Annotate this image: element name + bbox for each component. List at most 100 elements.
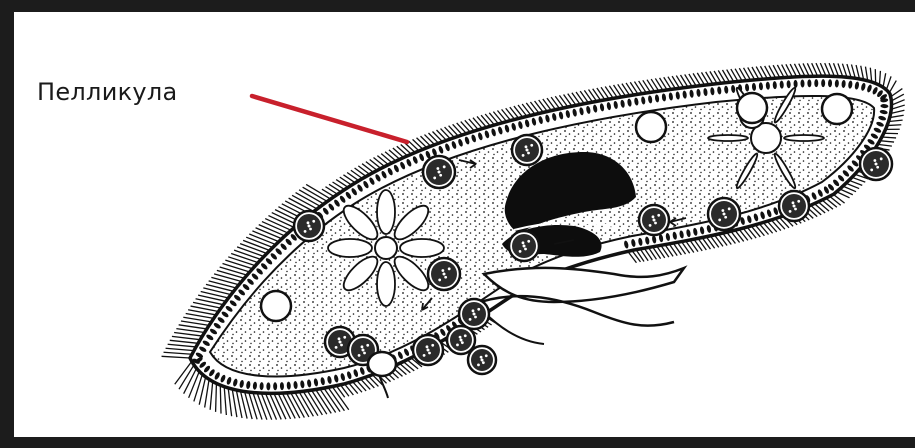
cilium [189, 371, 200, 397]
food-particle [875, 163, 878, 166]
cilium [514, 106, 523, 117]
cilium [814, 204, 825, 213]
cilium [332, 387, 349, 410]
food-particle [308, 225, 311, 228]
cilium [630, 82, 638, 94]
cilium [723, 233, 732, 244]
cilium [526, 103, 535, 114]
cilium [340, 177, 352, 185]
cilium [714, 235, 722, 246]
food-particle [438, 279, 441, 282]
food-particle [307, 221, 310, 224]
food-particle [431, 344, 434, 347]
cilium [365, 378, 375, 388]
cilium [181, 321, 209, 325]
cilium [253, 393, 262, 420]
food-particle [304, 230, 307, 233]
cilium [771, 220, 781, 231]
cilium [833, 194, 844, 203]
cilium [626, 83, 634, 95]
food-particle [873, 159, 876, 162]
cilium [878, 144, 892, 146]
food-particle [339, 341, 342, 344]
cilium [673, 243, 681, 255]
gullet-line [484, 312, 544, 344]
cilium [349, 383, 358, 394]
cilium [818, 202, 829, 211]
cilium [237, 247, 264, 257]
cilium [889, 81, 896, 93]
cilium [477, 116, 486, 127]
cilium [759, 224, 768, 235]
cilium [830, 196, 841, 205]
cilium [217, 270, 244, 278]
food-particle [789, 210, 792, 213]
food-particle [439, 174, 442, 177]
food-particle [524, 248, 527, 251]
cilium [396, 365, 407, 374]
cilium [522, 104, 531, 115]
cilium [343, 175, 355, 183]
cilium [690, 240, 698, 252]
cilium [206, 284, 234, 291]
food-particle [469, 318, 472, 321]
food-particle [653, 219, 656, 222]
cilium [361, 379, 371, 390]
cilium [609, 86, 617, 98]
cilium [409, 141, 419, 151]
cilium [240, 244, 267, 254]
cilium [210, 381, 213, 409]
cilium [358, 166, 369, 175]
cilium [168, 344, 196, 347]
cilium [763, 222, 772, 233]
food-particle [444, 276, 447, 279]
cilium [401, 144, 412, 154]
food-particle [649, 224, 652, 227]
cilium [735, 230, 744, 241]
cilium [457, 123, 467, 134]
cilium [424, 135, 434, 145]
cilium [706, 237, 714, 249]
food-vacuole [822, 94, 852, 124]
food-vacuole [261, 291, 291, 321]
cilium [686, 241, 694, 253]
cilium [224, 387, 226, 415]
cilium [489, 113, 498, 124]
cilium [231, 253, 258, 262]
cilium [465, 120, 474, 131]
food-particle [525, 145, 528, 148]
cilium [535, 101, 544, 112]
food-particle [794, 208, 797, 211]
cilium [214, 274, 241, 282]
pellicle-label: Пелликула [37, 78, 178, 106]
cilium [614, 85, 622, 97]
cilium [209, 281, 237, 288]
cilium [605, 86, 613, 98]
food-particle [718, 219, 721, 222]
food-particle [340, 344, 343, 347]
radial-canal [328, 239, 372, 257]
food-particle [880, 157, 883, 160]
food-particle [472, 309, 475, 312]
radial-canal [377, 262, 395, 306]
cilium [551, 97, 559, 108]
cilium [461, 122, 471, 133]
food-vacuole [636, 112, 666, 142]
cilium [166, 348, 194, 350]
cilium [413, 139, 423, 149]
cilium [469, 119, 478, 130]
food-particle [343, 336, 346, 339]
cilium [826, 198, 837, 207]
radial-canal [400, 239, 444, 257]
cilium [437, 130, 447, 140]
food-particle [724, 216, 727, 219]
cilium [225, 260, 252, 269]
cilium [400, 363, 411, 372]
cilium [228, 388, 231, 416]
cilium [366, 162, 377, 171]
cilium [622, 84, 630, 96]
cilium [543, 99, 552, 110]
food-particle [459, 336, 462, 339]
food-particle [523, 245, 526, 248]
